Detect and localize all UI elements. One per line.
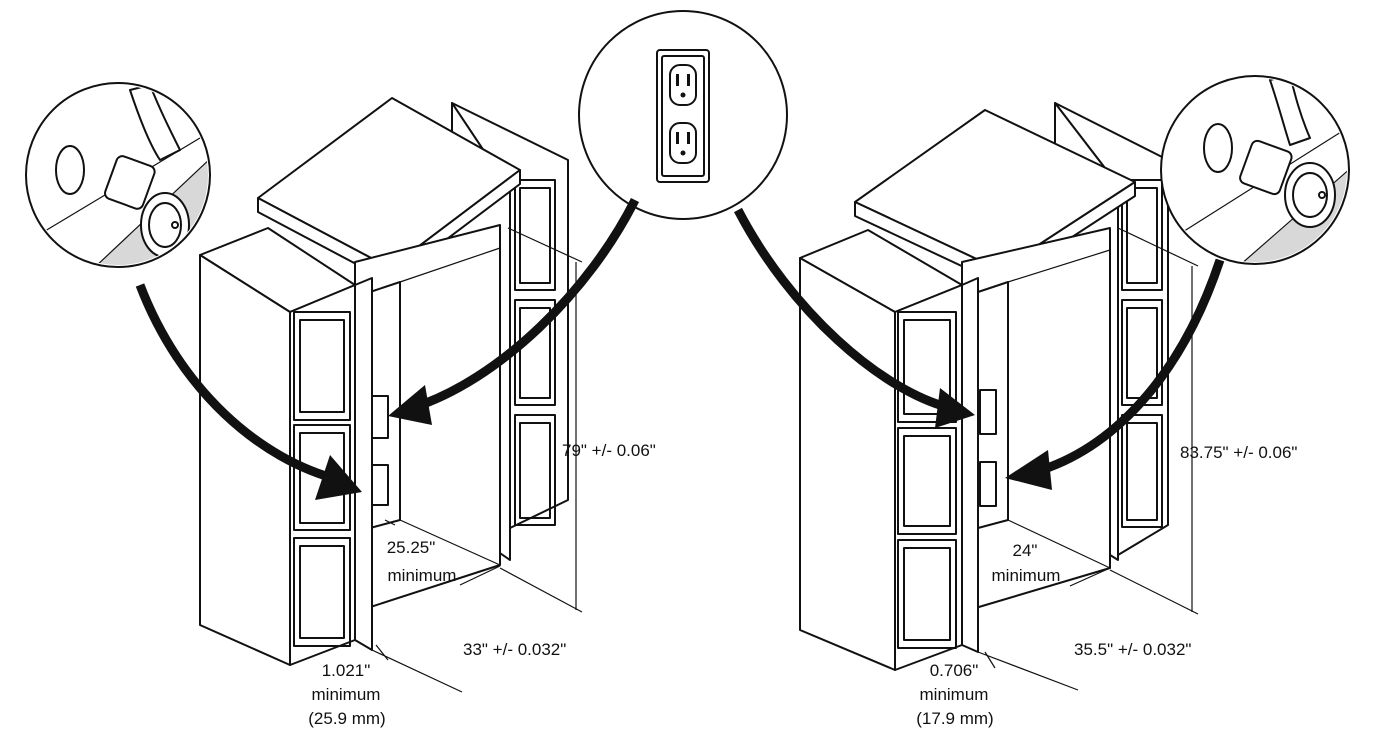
right-outlet-arrow <box>734 207 952 413</box>
left-valve-arrow <box>135 283 342 485</box>
right-side-gap-note: minimum <box>919 685 989 704</box>
right-side-gap-mm: (17.9 mm) <box>916 709 994 728</box>
left-width-note: minimum <box>387 566 457 585</box>
right-side-gap-value: 0.706" <box>929 661 979 680</box>
right-outlet-arrowhead <box>935 388 975 428</box>
right-opening <box>961 227 1111 613</box>
outlet-callout <box>578 10 788 220</box>
left-height-label: 79" +/- 0.06" <box>562 441 656 460</box>
left-valve-callout <box>25 82 211 268</box>
right-height-label: 83.75" +/- 0.06" <box>1180 443 1298 462</box>
callout-arrows <box>135 197 1225 500</box>
right-width-note: minimum <box>991 566 1061 585</box>
left-valve-arrowhead <box>315 455 362 500</box>
right-cabinet-assembly <box>799 102 1199 691</box>
left-width-value: 25.25" <box>386 538 436 557</box>
right-valve-arrowhead <box>1005 450 1052 490</box>
left-side-gap-value: 1.021" <box>321 661 371 680</box>
left-depth-label: 33" +/- 0.032" <box>463 640 567 659</box>
right-valve-callout <box>1160 75 1350 265</box>
left-side-gap-mm: (25.9 mm) <box>308 709 386 728</box>
left-outlet-arrowhead <box>388 385 432 425</box>
left-dimension-lines <box>371 227 583 693</box>
left-front-cabinet <box>199 227 373 666</box>
left-side-gap-note: minimum <box>311 685 381 704</box>
right-outlet-box <box>979 461 997 507</box>
right-valve-arrow <box>1033 258 1225 477</box>
left-outlet-arrow <box>410 197 640 413</box>
right-depth-label: 35.5" +/- 0.032" <box>1074 640 1192 659</box>
right-front-cabinet <box>799 229 979 671</box>
right-width-value: 24" <box>1012 541 1038 560</box>
right-water-valve-box <box>979 389 997 435</box>
left-cabinet-assembly <box>199 97 583 693</box>
